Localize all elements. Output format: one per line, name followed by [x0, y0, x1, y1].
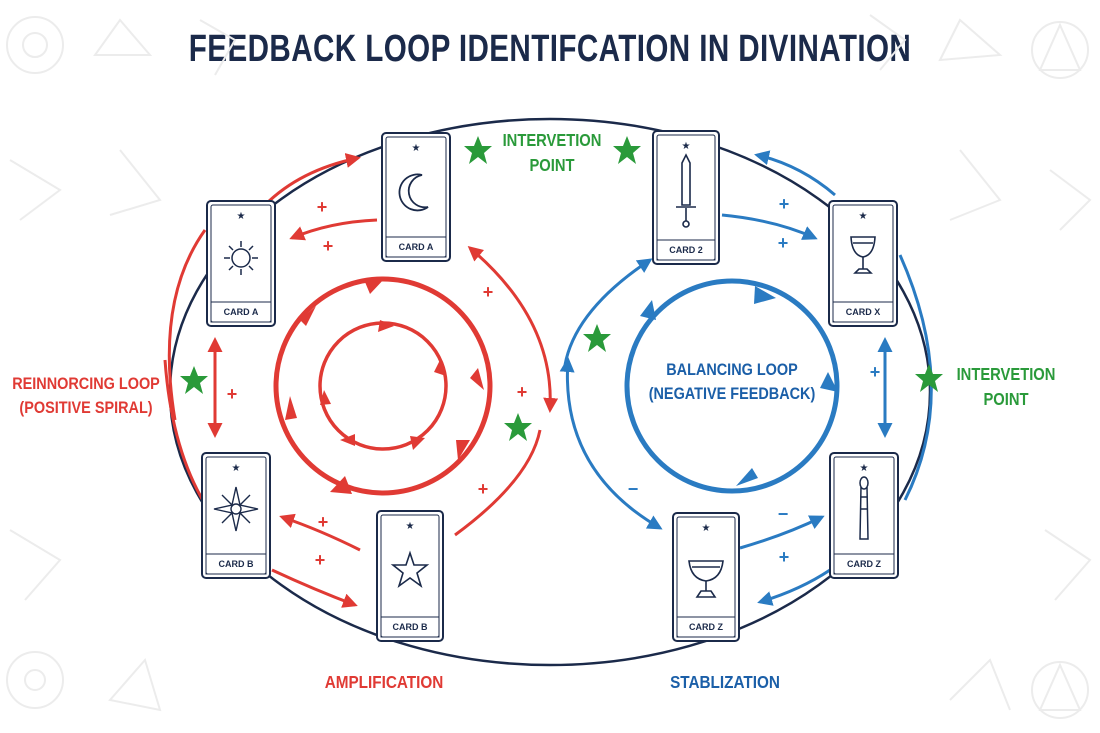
- star-icon: [583, 324, 611, 352]
- plus-sign: +: [779, 547, 790, 567]
- svg-text:★: ★: [859, 211, 868, 222]
- reinforcing-loop-sublabel: (POSITIVE SPIRAL): [19, 399, 152, 417]
- intervention-point-label-top: INTERVETION: [503, 131, 602, 151]
- star-icon: [504, 413, 532, 441]
- tarot-card: ★ CARD Z: [672, 512, 740, 642]
- plus-sign: +: [323, 236, 334, 256]
- amplification-label: AMPLIFICATION: [325, 672, 444, 692]
- chalice-icon: [688, 560, 724, 598]
- balancing-loop-label: BALANCING LOOP: [666, 361, 798, 379]
- card-label: CARD A: [224, 307, 259, 317]
- star-icon: [180, 366, 208, 394]
- card-label: CARD B: [219, 559, 254, 569]
- minus-sign: −: [778, 504, 789, 524]
- balancing-inner-loop: [624, 278, 840, 494]
- card-label: CARD X: [846, 307, 881, 317]
- reinforcing-outer-loop: [163, 153, 559, 608]
- sun-icon: [224, 241, 258, 275]
- tarot-card: ★ CARD A: [381, 132, 451, 262]
- intervention-point-label-right-line2: POINT: [983, 390, 1028, 410]
- tarot-card: ★ CARD B: [376, 510, 444, 642]
- plus-sign: +: [483, 282, 494, 302]
- card-label: CARD Z: [847, 559, 881, 569]
- tarot-card: ★ CARD X: [828, 200, 898, 327]
- polarity-signs: + + + + + + + + + + + + − −: [227, 194, 881, 570]
- card-label: CARD B: [393, 622, 428, 632]
- svg-text:★: ★: [412, 143, 421, 154]
- star-icon: [390, 550, 430, 589]
- star-icon: [613, 136, 641, 164]
- stabilization-label: STABLIZATION: [670, 672, 780, 692]
- compass-star-icon: [213, 486, 259, 532]
- plus-sign: +: [870, 362, 881, 382]
- plus-sign: +: [517, 382, 528, 402]
- minus-sign: −: [628, 479, 639, 499]
- star-icon: [915, 364, 943, 392]
- plus-sign: +: [315, 550, 326, 570]
- intervention-point-label-right: INTERVETION: [957, 365, 1056, 385]
- sword-icon: [676, 153, 696, 228]
- intervention-stars: [180, 136, 943, 441]
- annotations: REINNORCING LOOP (POSITIVE SPIRAL) BALAN…: [12, 131, 1055, 693]
- plus-sign: +: [478, 479, 489, 499]
- plus-sign: +: [227, 384, 238, 404]
- plus-sign: +: [779, 194, 790, 214]
- tarot-card: ★ CARD 2: [652, 130, 720, 265]
- reinforcing-inner-spiral: [273, 276, 493, 496]
- tarot-card: ★ CARD Z: [829, 452, 899, 579]
- chalice-icon: [850, 236, 876, 274]
- wand-icon: [859, 476, 869, 540]
- svg-text:★: ★: [237, 211, 246, 222]
- svg-text:★: ★: [232, 463, 241, 474]
- svg-text:★: ★: [702, 523, 711, 534]
- background-decoration: [6, 14, 1092, 719]
- tarot-card: ★ CARD B: [201, 452, 271, 579]
- card-label: CARD Z: [689, 622, 723, 632]
- svg-text:★: ★: [860, 463, 869, 474]
- card-label: CARD 2: [669, 245, 703, 255]
- plus-sign: +: [778, 233, 789, 253]
- moon-icon: [398, 173, 429, 212]
- reinforcing-loop-label: REINNORCING LOOP: [12, 375, 160, 393]
- svg-text:★: ★: [682, 141, 691, 152]
- plus-sign: +: [317, 197, 328, 217]
- card-label: CARD A: [399, 242, 434, 252]
- star-icon: [464, 136, 492, 164]
- plus-sign: +: [318, 512, 329, 532]
- tarot-card: ★ CARD A: [206, 200, 276, 327]
- svg-text:★: ★: [406, 521, 415, 532]
- balancing-loop-sublabel: (NEGATIVE FEEDBACK): [649, 385, 816, 403]
- page-title: FEEDBACK LOOP IDENTIFCATION IN DIVINATIO…: [188, 28, 912, 70]
- intervention-point-label-top-line2: POINT: [529, 156, 574, 176]
